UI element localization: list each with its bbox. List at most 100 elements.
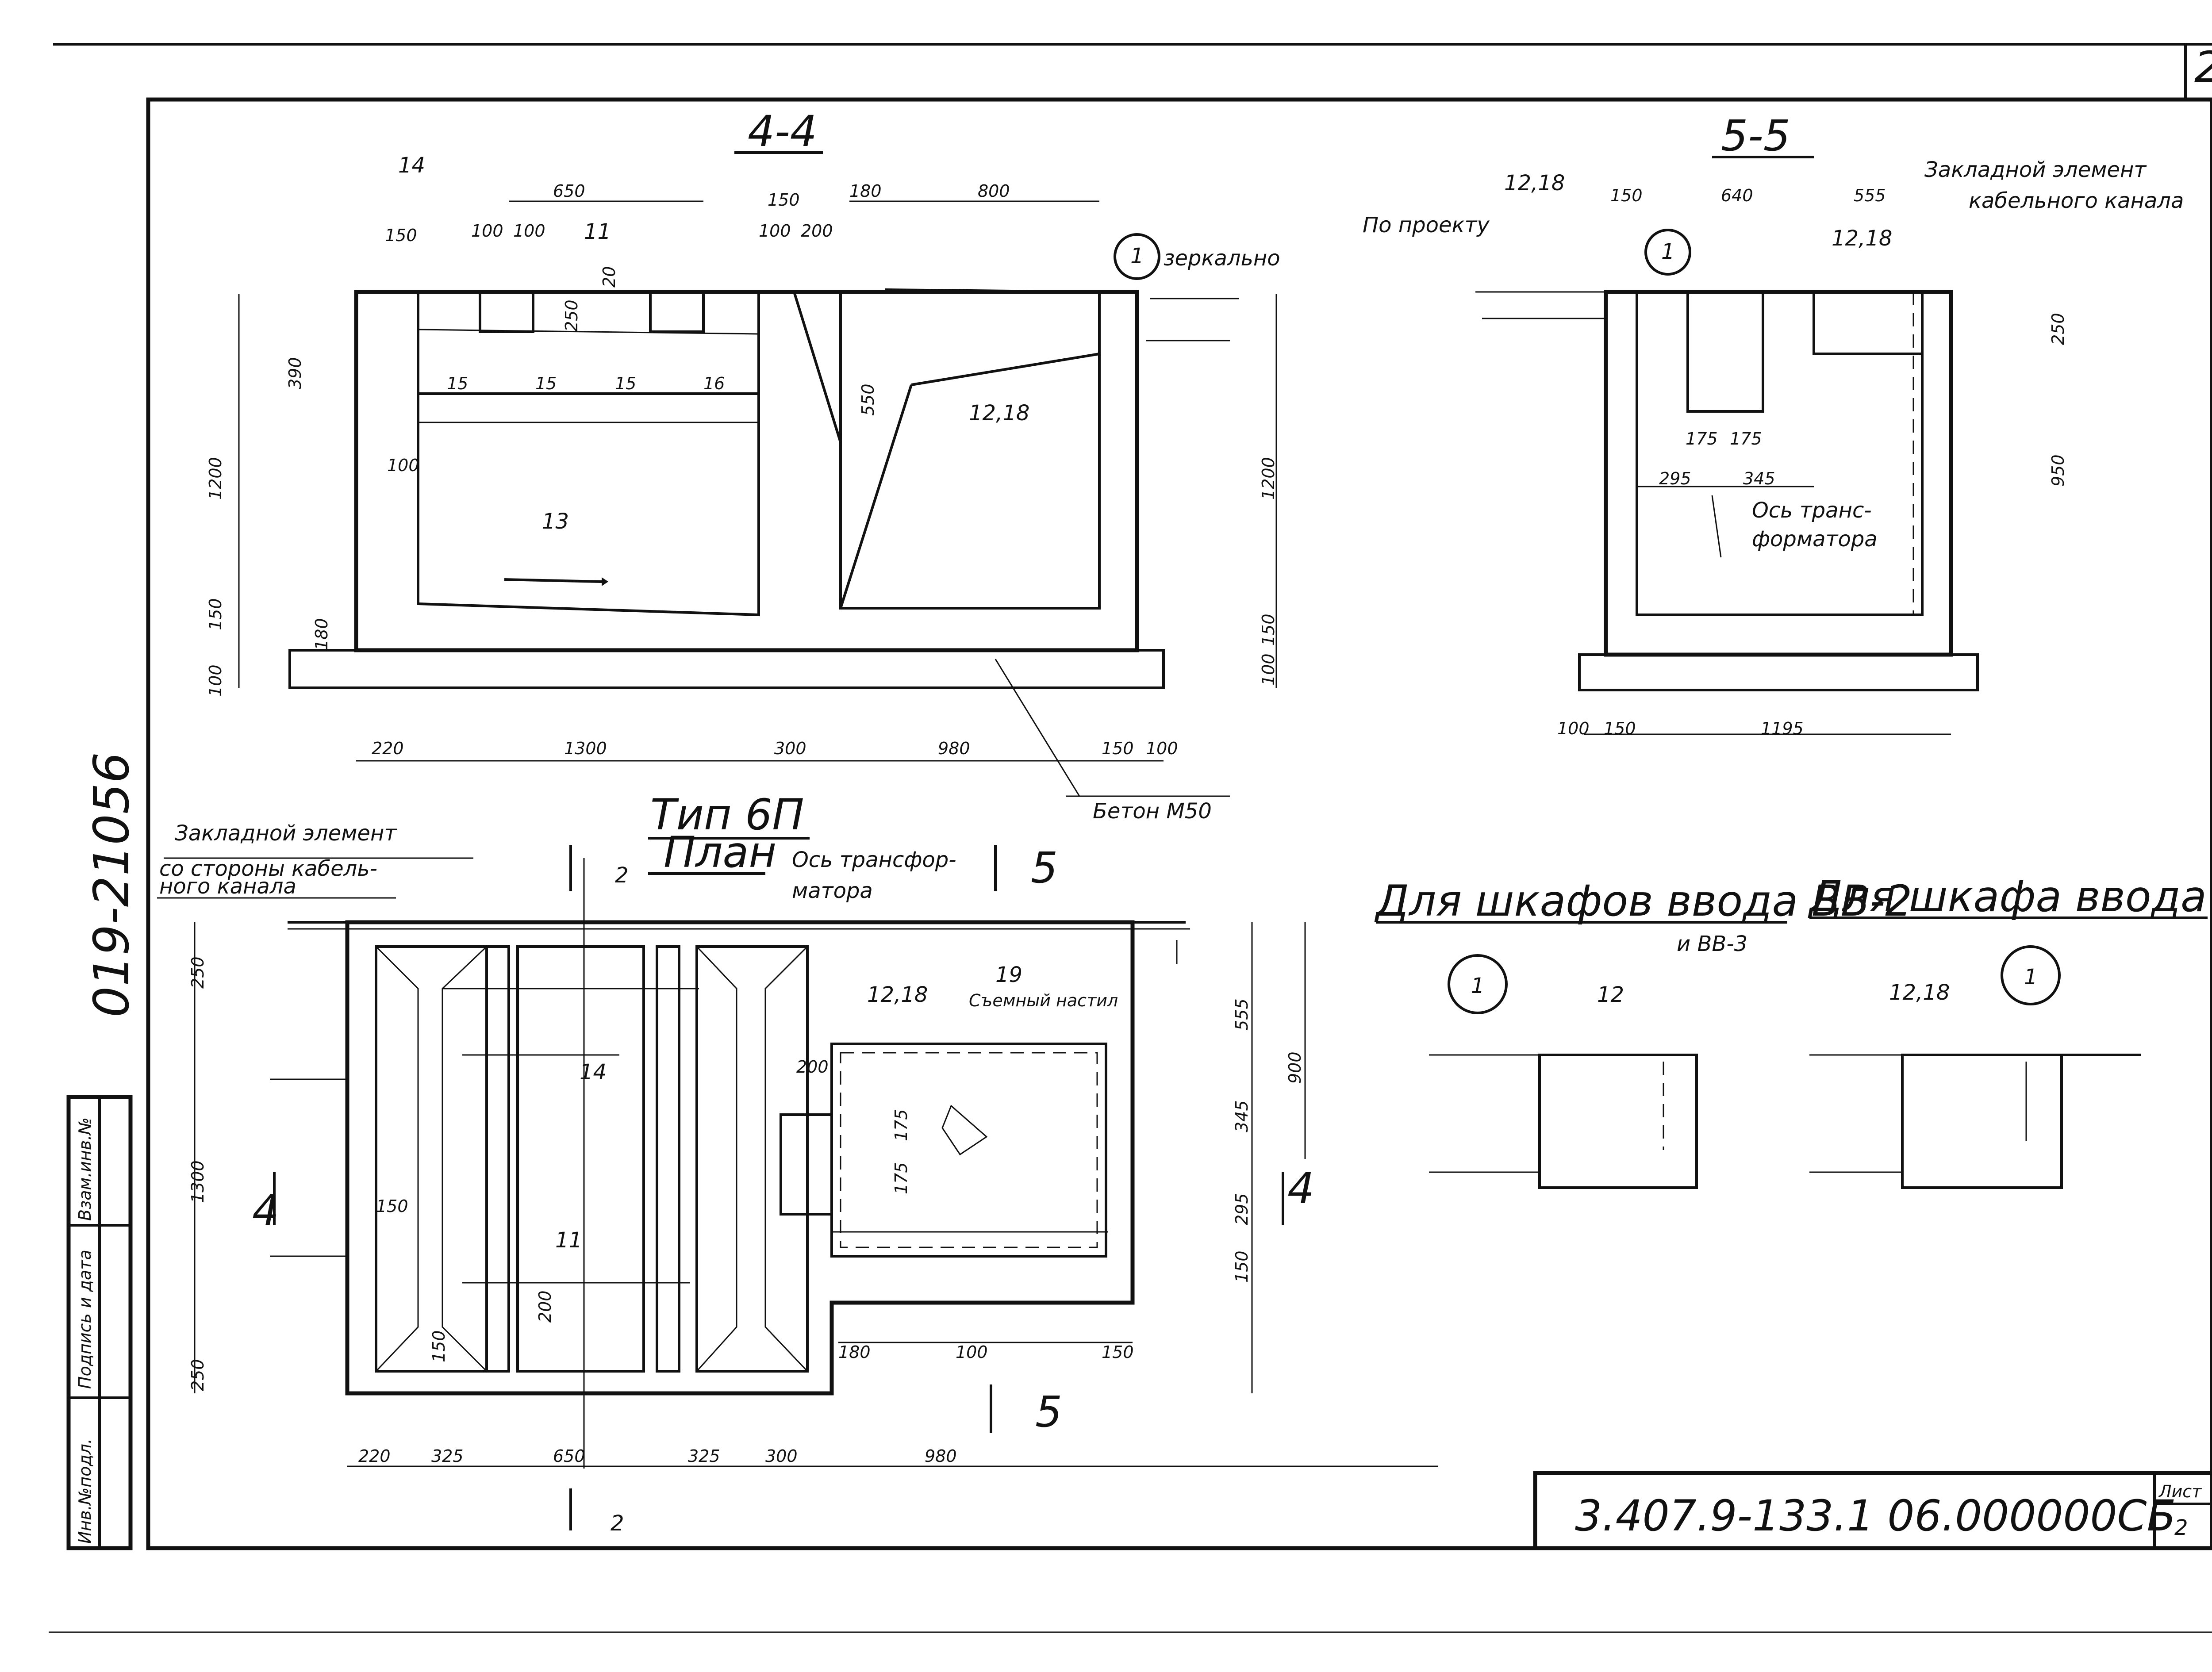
detail-right-callout: 12,18	[1889, 980, 1950, 1005]
plan-callout-os-1: Ось трансфор-	[792, 848, 956, 872]
plan-subtitle: План	[664, 828, 776, 877]
plan-callout-19: 19	[995, 963, 1022, 987]
plan-cut-2-bottom: 2	[611, 1511, 624, 1536]
sec55-title: 5-5	[1721, 111, 1790, 161]
sec44-dim-top-0: 150	[385, 226, 417, 245]
sec44-dim-top-7: 180	[849, 181, 882, 201]
sec55-callout-zakl-1: Закладной элемент	[1924, 157, 2147, 182]
detail-left-title: Для шкафов ввода ВВ-2	[1374, 876, 1912, 926]
plan-cut-4-left: 4	[252, 1186, 279, 1235]
plan-cut-5-top: 5	[1031, 843, 1058, 893]
sec44-dim-mid-9: 1200	[1259, 457, 1278, 500]
stamp-podpis: Подпись и дата	[75, 1250, 95, 1389]
sec55-dim-6: 175	[1730, 429, 1762, 449]
sec55-dim-8: 345	[1743, 469, 1775, 488]
plan-callout-zakl-1: Закладной элемент	[175, 821, 397, 846]
plan-callout-14: 14	[580, 1060, 607, 1085]
detail-left-subtitle: и ВВ-3	[1677, 932, 1747, 956]
sec44-dim-mid-4: 100	[387, 456, 419, 475]
plan-callout-nastil: Съемный настил	[969, 991, 1118, 1010]
sec44-dim-top-5: 100	[759, 221, 791, 241]
sec44-dim-mid-10: 150	[1259, 614, 1278, 646]
plan-dim-right-1: 345	[1232, 1100, 1252, 1132]
sec44-dim-bottom-1: 1300	[564, 739, 607, 758]
sec55-dim-3: 250	[2048, 313, 2068, 345]
page-number: 24	[2194, 42, 2212, 92]
stamp-inv-podl: Инв.№подл.	[75, 1438, 95, 1544]
sec55-callout-proekt: По проекту	[1363, 213, 1490, 238]
sec55-callout-zakl-2: кабельного канала	[1969, 188, 2184, 213]
plan-dim-right-0: 555	[1232, 998, 1252, 1031]
sec44-dim-mid-8: 100	[206, 664, 225, 697]
sec55-dim-10: 150	[1604, 719, 1636, 738]
plan-cut-4-right: 4	[1287, 1164, 1314, 1213]
sec44-callout-13: 13	[542, 509, 569, 534]
detail-left-marker: 1	[1471, 974, 1485, 998]
sec44-title: 4-4	[748, 107, 817, 156]
sec44-dim-top-3: 650	[553, 181, 585, 201]
plan-dim-inner-2: 175	[891, 1162, 911, 1194]
plan-dim-inner-6: 180	[838, 1342, 871, 1362]
detail-right-title: Для шкафа ввода ВВ-1	[1808, 872, 2212, 921]
plan-dim-right-4: 900	[1285, 1051, 1305, 1084]
sec44-dim-mid-6: 150	[206, 598, 225, 630]
plan-dim-inner-3: 150	[376, 1196, 408, 1216]
title-block	[1533, 1471, 2212, 1550]
sec44-dim-top-4: 150	[768, 190, 800, 210]
plan-dim-left-2: 250	[188, 1359, 207, 1391]
plan-view	[157, 837, 1438, 1530]
sec44-bar-2: 15	[615, 374, 636, 393]
sec44-callout-14: 14	[398, 153, 425, 178]
sec44-dim-mid-0: 390	[285, 357, 305, 389]
sec44-dim-mid-11: 100	[1259, 653, 1278, 686]
plan-callout-os-2: матора	[792, 878, 873, 903]
sec44-callout-mirror: зеркально	[1164, 246, 1280, 271]
sec44-dim-bottom-0: 220	[372, 739, 404, 758]
sec55-dim-5: 175	[1686, 429, 1718, 449]
plan-dim-left-1: 1300	[188, 1160, 207, 1203]
sec44-callout-12-18: 12,18	[969, 401, 1029, 426]
sec55-dim-11: 1195	[1761, 719, 1804, 738]
sec55-dim-1: 640	[1721, 186, 1753, 205]
sec44-callout-11: 11	[584, 219, 611, 244]
sheet-frame	[49, 43, 2212, 1633]
sec55-dim-7: 295	[1659, 469, 1691, 488]
plan-dim-bottom-1: 325	[431, 1446, 464, 1466]
sheet-label: Лист	[2158, 1482, 2202, 1501]
plan-cut-5-bottom: 5	[1035, 1387, 1062, 1437]
sec44-bar-0: 15	[447, 374, 468, 393]
sec55-dim-4: 950	[2048, 454, 2068, 487]
sec55-callout-os-1: Ось транс-	[1752, 498, 1872, 523]
sec55-dim-0: 150	[1610, 186, 1643, 205]
sec44-dim-top-2: 100	[513, 221, 545, 241]
plan-dim-inner-0: 200	[796, 1057, 829, 1077]
sec55-detail-marker: 1	[1661, 239, 1675, 264]
plan-dim-bottom-2: 650	[553, 1446, 585, 1466]
sec44-dim-top-1: 100	[471, 221, 503, 241]
plan-callout-zakl-3: ного канала	[159, 874, 296, 899]
sec44-bar-1: 15	[535, 374, 557, 393]
sheet-number: 2	[2174, 1515, 2188, 1540]
plan-cut-2-top: 2	[615, 863, 629, 888]
side-code: 019-21056	[83, 752, 140, 1017]
detail-left-callout: 12	[1597, 982, 1624, 1007]
sec55-dim-9: 100	[1557, 719, 1590, 738]
plan-dim-inner-8: 150	[1102, 1342, 1134, 1362]
sec44-dim-bottom-3: 980	[938, 739, 970, 758]
plan-dim-left-0: 250	[188, 956, 207, 989]
sec55-callout-12-18-b: 12,18	[1832, 226, 1892, 251]
sec44-detail-marker: 1	[1130, 244, 1144, 268]
sec44-dim-top-6: 200	[801, 221, 833, 241]
plan-callout-11: 11	[555, 1228, 582, 1253]
plan-dim-bottom-3: 325	[688, 1446, 720, 1466]
details	[1376, 917, 2208, 1189]
sec44-dim-mid-5: 1200	[206, 457, 225, 500]
sec44-dim-mid-3: 550	[858, 383, 878, 416]
sec44-dim-mid-7: 180	[312, 618, 331, 650]
plan-callout-12-18: 12,18	[867, 982, 928, 1007]
sec44-dim-bottom-5: 100	[1146, 739, 1178, 758]
sec55-callout-os-2: форматора	[1752, 527, 1878, 552]
plan-dim-right-2: 295	[1232, 1193, 1252, 1225]
sec44-dim-mid-2: 20	[599, 266, 619, 288]
